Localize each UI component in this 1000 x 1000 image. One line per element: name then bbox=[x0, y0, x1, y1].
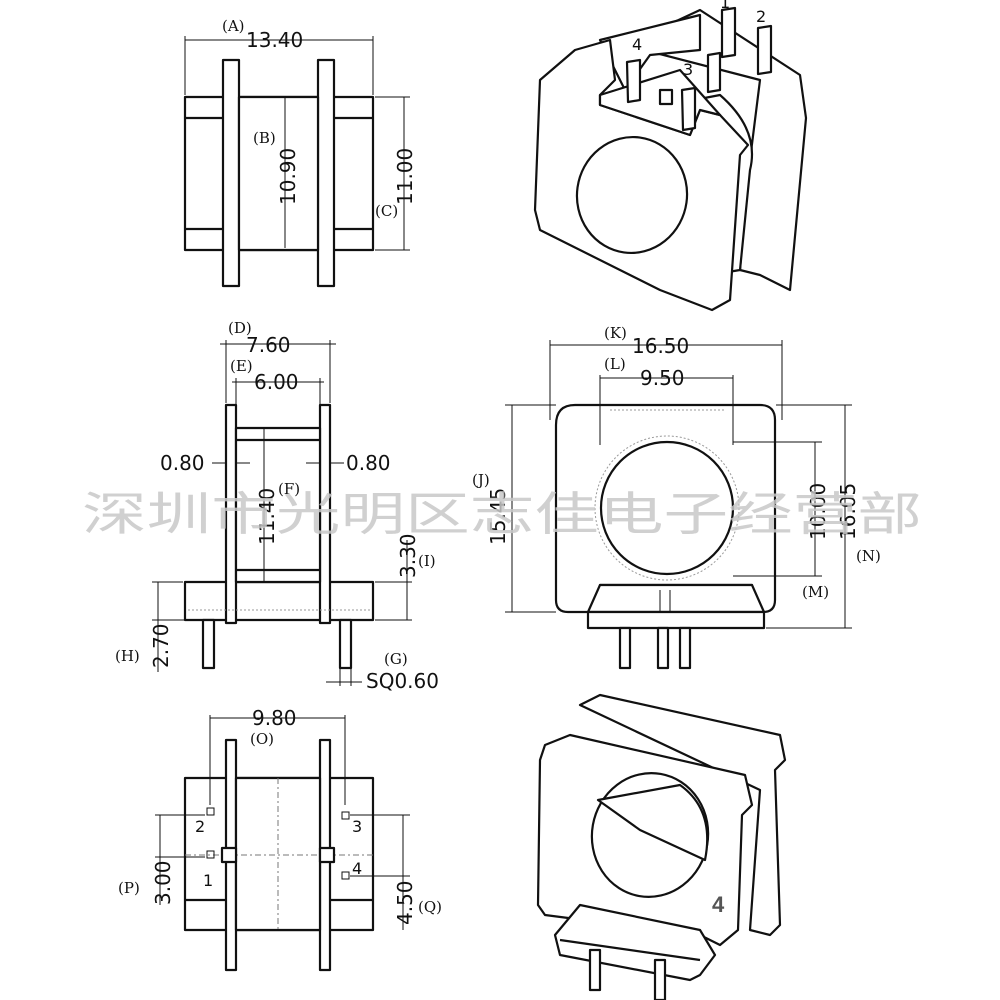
dim-b-label: (B) bbox=[253, 129, 276, 147]
bottom-pin-3: 3 bbox=[352, 817, 362, 836]
iso-view-bottom: 4 bbox=[536, 693, 787, 1000]
side-view: (D) 7.60 (E) 6.00 0.80 0.80 (F) 11.40 (I… bbox=[115, 319, 439, 693]
dim-g-value: SQ0.60 bbox=[366, 669, 439, 693]
pin-pad-4 bbox=[341, 871, 350, 880]
dim-a-value: 13.40 bbox=[246, 28, 303, 52]
dim-n-label: (N) bbox=[856, 547, 881, 565]
dim-p-label: (P) bbox=[118, 879, 140, 897]
dim-p-value: 3.00 bbox=[151, 860, 175, 905]
watermark-text: 深圳市光明区志佳电子经营部 bbox=[82, 487, 922, 541]
dim-q-value: 4.50 bbox=[393, 880, 417, 925]
dim-a-label: (A) bbox=[222, 17, 245, 35]
iso-top-pin-1 bbox=[720, 6, 737, 59]
iso-view-top: 1 2 3 4 bbox=[533, 0, 808, 312]
front-view-core-hole bbox=[599, 440, 735, 576]
dim-d-value: 7.60 bbox=[246, 333, 291, 357]
dim-k-value: 16.50 bbox=[632, 334, 689, 358]
iso-top-pin-4 bbox=[625, 58, 642, 104]
dim-j-label: (J) bbox=[472, 471, 490, 489]
dim-m-label: (M) bbox=[802, 583, 829, 601]
side-view-winding bbox=[234, 426, 322, 584]
dim-o-value: 9.80 bbox=[252, 706, 297, 730]
dim-i-value: 3.30 bbox=[396, 533, 420, 578]
pin-pad-2 bbox=[206, 807, 215, 816]
dim-l-label: (L) bbox=[604, 355, 626, 373]
dim-f-label: (F) bbox=[278, 480, 300, 498]
top-view-flange-right bbox=[316, 58, 336, 288]
top-view-flange-left bbox=[221, 58, 241, 288]
dim-n-value: 16.05 bbox=[836, 483, 860, 540]
dim-l-value: 9.50 bbox=[640, 366, 685, 390]
dim-o-label: (O) bbox=[250, 730, 274, 748]
iso-top-pin-label-2: 2 bbox=[756, 7, 766, 26]
dim-b-value: 10.90 bbox=[276, 148, 300, 205]
pin-pad-1 bbox=[206, 850, 215, 859]
side-view-pin-left bbox=[201, 618, 216, 670]
dim-right-wall: 0.80 bbox=[346, 451, 391, 475]
dim-k-label: (K) bbox=[604, 324, 627, 342]
dim-h-label: (H) bbox=[115, 647, 140, 665]
front-view-pin-1 bbox=[618, 626, 632, 670]
iso-top-pin-label-4: 4 bbox=[632, 35, 642, 54]
iso-bottom-pin-number: 4 bbox=[712, 892, 725, 917]
top-view-core bbox=[237, 95, 320, 252]
iso-top-pin-2 bbox=[756, 24, 773, 76]
bottom-pin-1: 1 bbox=[203, 871, 213, 890]
side-view-base bbox=[183, 580, 375, 622]
dim-g-label: (G) bbox=[384, 650, 408, 668]
bottom-pin-4: 4 bbox=[352, 859, 362, 878]
dim-e-label: (E) bbox=[230, 357, 253, 375]
front-view-base-top bbox=[586, 583, 766, 614]
dim-m-value: 10.00 bbox=[806, 483, 830, 540]
dim-c-value: 11.00 bbox=[393, 148, 417, 205]
top-view: (A) 13.40 (B) 10.90 (C) 11.00 bbox=[183, 17, 417, 288]
iso-top-pin-3 bbox=[680, 86, 697, 132]
dim-c-label: (C) bbox=[375, 202, 398, 220]
dim-f-value: 11.40 bbox=[255, 488, 279, 545]
iso-top-front-flange bbox=[533, 38, 750, 312]
dim-left-wall: 0.80 bbox=[160, 451, 205, 475]
dim-h-value: 2.70 bbox=[149, 623, 173, 668]
pin-pad-3 bbox=[341, 811, 350, 820]
side-view-pin-right bbox=[338, 618, 353, 670]
dim-d-label: (D) bbox=[228, 319, 252, 337]
dim-e-value: 6.00 bbox=[254, 370, 299, 394]
iso-bottom-front-flange bbox=[536, 733, 754, 947]
bottom-view: 1 2 3 4 9.80 (O) (P) 3.00 4.50 (Q) bbox=[118, 706, 442, 972]
front-view: (K) 16.50 (L) 9.50 (J) 15.45 10.00 (M) 1… bbox=[472, 324, 881, 670]
dim-j-value: 15.45 bbox=[486, 488, 510, 545]
iso-top-pin-label-3: 3 bbox=[683, 60, 693, 79]
dim-q-label: (Q) bbox=[418, 898, 442, 916]
front-view-pin-3 bbox=[678, 626, 692, 670]
front-view-base bbox=[586, 610, 766, 630]
bottom-pin-2: 2 bbox=[195, 817, 205, 836]
dim-i-label: (I) bbox=[418, 552, 436, 570]
front-view-pin-2 bbox=[656, 626, 670, 670]
iso-top-core-hole bbox=[575, 135, 689, 255]
iso-top-pin-label-1: 1 bbox=[720, 0, 730, 12]
